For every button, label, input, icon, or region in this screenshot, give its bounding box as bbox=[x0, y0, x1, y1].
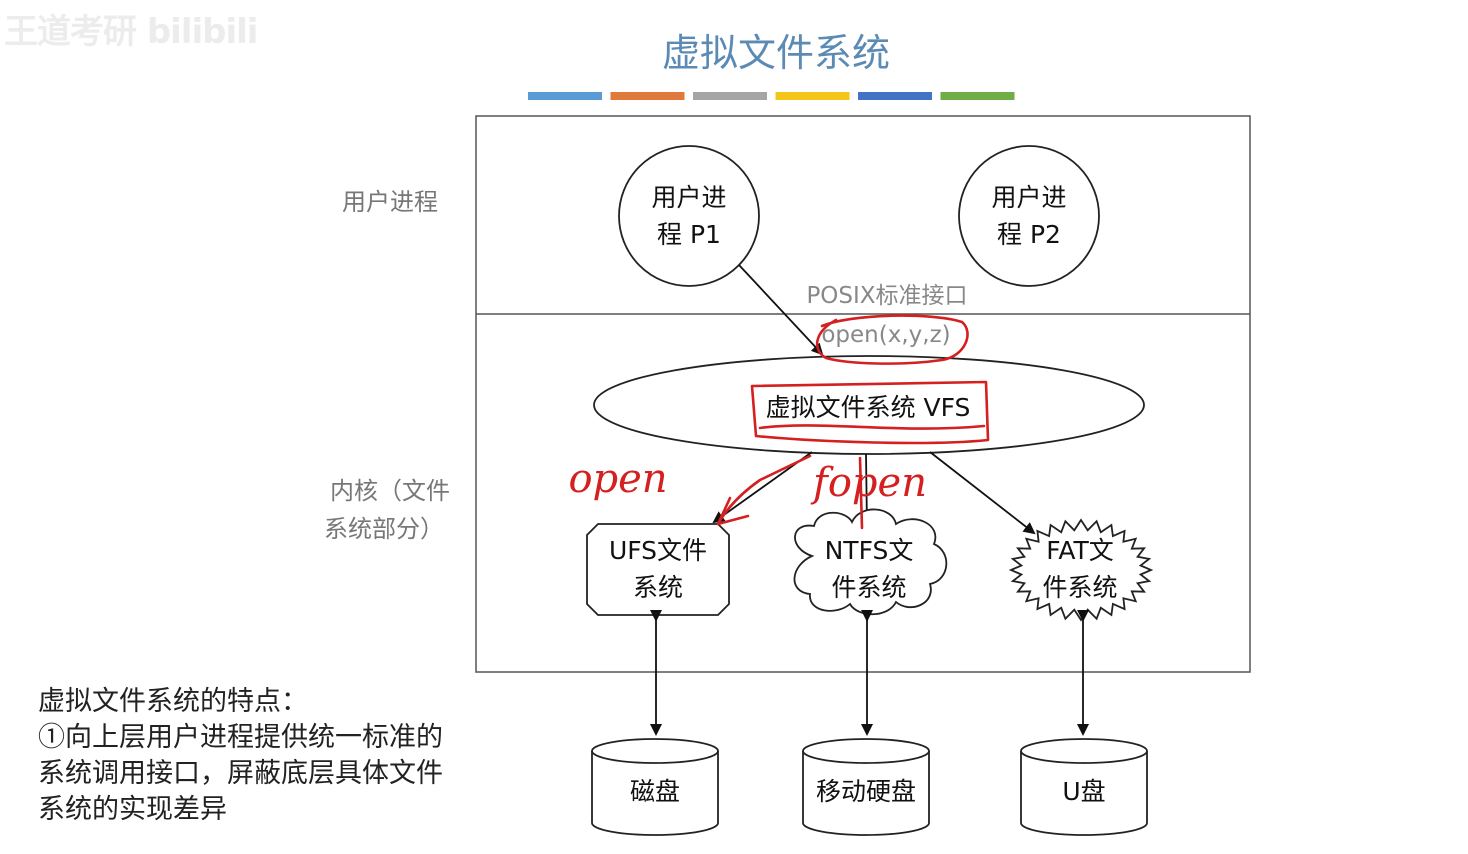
color-bar-4 bbox=[775, 92, 850, 100]
p1-to-vfs-arrow bbox=[738, 264, 824, 356]
process-p2-label-line1: 用户进 bbox=[991, 183, 1066, 212]
page-title: 虚拟文件系统 bbox=[661, 31, 890, 75]
ufs-label-line2: 系统 bbox=[633, 573, 683, 602]
notes-heading: 虚拟文件系统的特点： bbox=[38, 686, 308, 717]
user-process-label: 用户进程 bbox=[342, 188, 438, 216]
disk-cylinder bbox=[591, 738, 719, 836]
mobile-disk-cylinder bbox=[802, 738, 930, 836]
vfs-node bbox=[593, 355, 1145, 455]
vfs-highlight-box bbox=[750, 380, 990, 445]
usb-disk-label: U盘 bbox=[1062, 777, 1105, 806]
process-p1-label-line1: 用户进 bbox=[651, 183, 726, 212]
vfs-underline bbox=[758, 424, 986, 430]
open-call-label: open(x,y,z) bbox=[821, 322, 950, 348]
fopen-red-stroke bbox=[858, 456, 864, 530]
fat-label-line2: 件系统 bbox=[1042, 573, 1117, 602]
ntfs-label-line1: NTFS文 bbox=[825, 536, 914, 565]
color-bar-strip bbox=[528, 92, 1015, 100]
notes-line3: 系统的实现差异 bbox=[38, 794, 227, 825]
mobile-disk-label: 移动硬盘 bbox=[816, 777, 916, 806]
usb-disk-cylinder bbox=[1020, 738, 1148, 836]
posix-interface-label: POSIX标准接口 bbox=[806, 283, 967, 309]
process-p2-node bbox=[958, 145, 1100, 287]
open-red-arrow bbox=[716, 454, 812, 526]
color-bar-1 bbox=[528, 92, 602, 100]
process-p2-label-line2: 程 P2 bbox=[997, 220, 1061, 249]
color-bar-6 bbox=[940, 92, 1015, 100]
fat-node bbox=[1008, 518, 1154, 622]
ntfs-label-line2: 件系统 bbox=[831, 573, 906, 602]
ufs-node bbox=[586, 523, 730, 616]
notes-line2: 系统调用接口，屏蔽底层具体文件 bbox=[38, 758, 443, 789]
fat-label-line1: FAT文 bbox=[1046, 536, 1114, 565]
color-bar-5 bbox=[858, 92, 932, 100]
ufs-label-line1: UFS文件 bbox=[609, 536, 707, 565]
handwritten-open: open bbox=[568, 456, 667, 502]
handwritten-fopen: fopen bbox=[810, 460, 927, 506]
disk-label: 磁盘 bbox=[630, 777, 680, 806]
vfs-label: 虚拟文件系统 VFS bbox=[766, 393, 971, 422]
process-p1-label-line2: 程 P1 bbox=[657, 220, 721, 249]
kernel-label-line2: 系统部分） bbox=[324, 515, 444, 543]
process-p1-node bbox=[618, 145, 760, 287]
vfs-to-fat-arrow bbox=[929, 451, 1036, 535]
notes-line1: ①向上层用户进程提供统一标准的 bbox=[38, 722, 443, 753]
color-bar-2 bbox=[610, 92, 685, 100]
watermark: 王道考研 bilibili bbox=[4, 12, 258, 52]
open-call-circle bbox=[815, 314, 969, 365]
kernel-label-line1: 内核（文件 bbox=[330, 477, 450, 505]
ntfs-node bbox=[793, 508, 948, 616]
red-annotations bbox=[716, 314, 990, 530]
vfs-notes: 虚拟文件系统的特点： ①向上层用户进程提供统一标准的 系统调用接口，屏蔽底层具体… bbox=[38, 684, 508, 828]
color-bar-3 bbox=[693, 92, 767, 100]
